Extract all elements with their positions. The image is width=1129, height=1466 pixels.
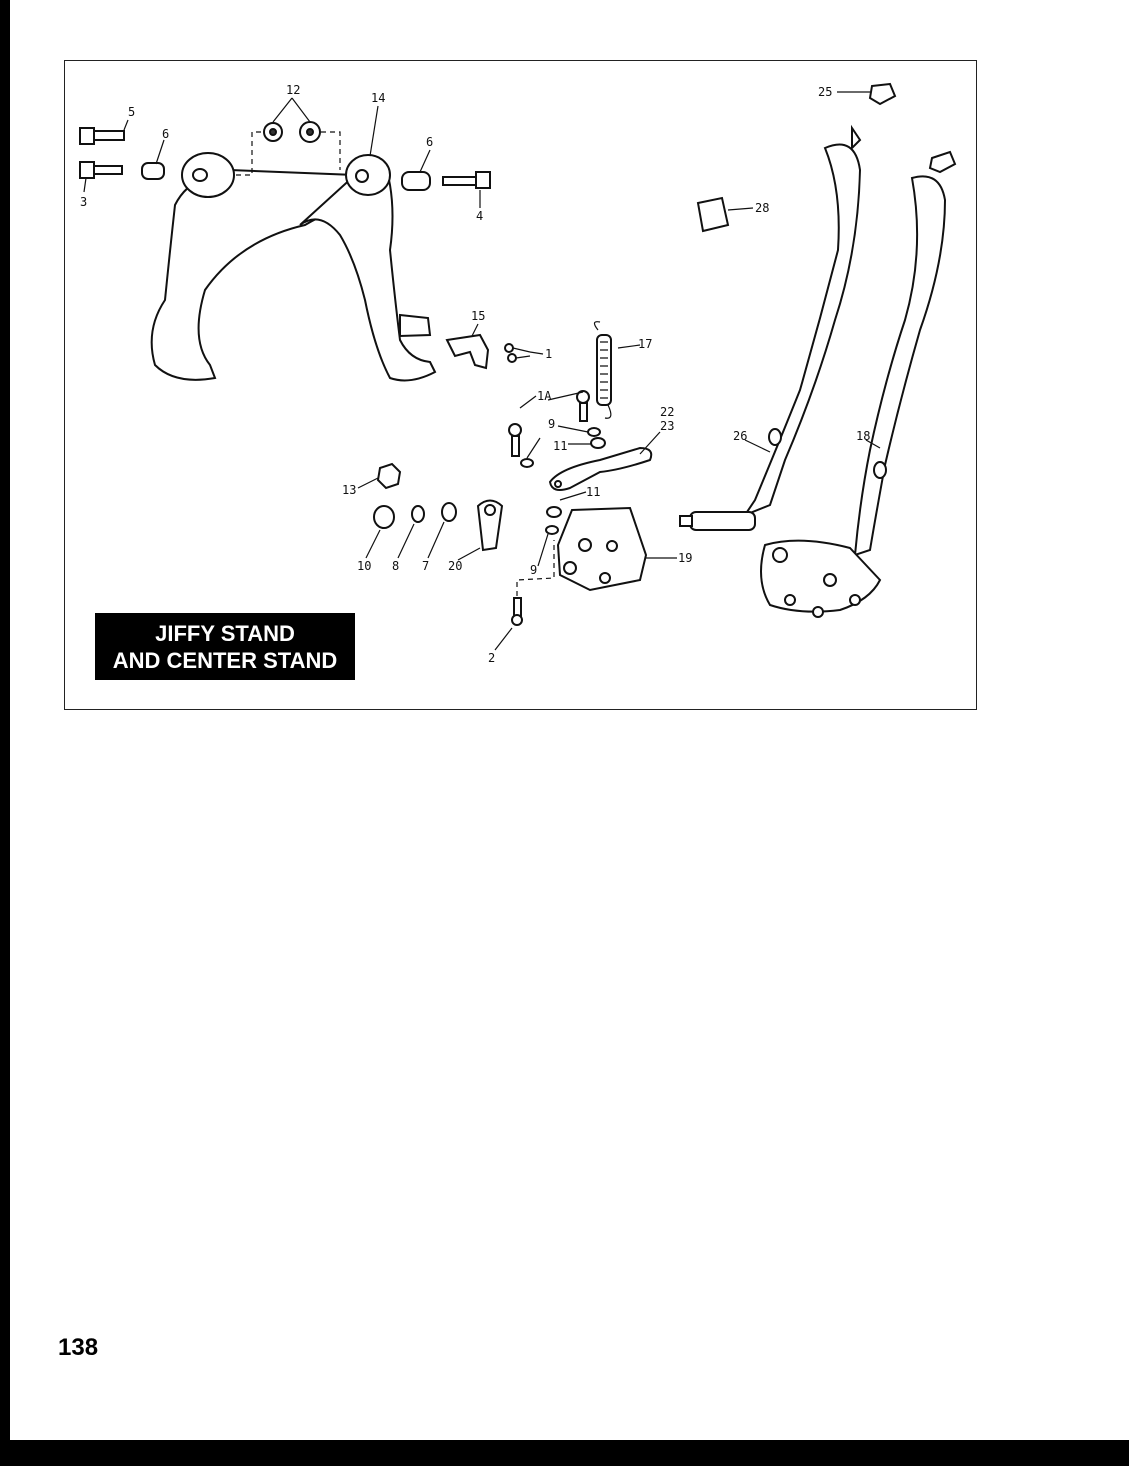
lockwasher-icon: [411, 505, 425, 523]
callout-8: 8: [392, 559, 399, 573]
lockwasher-icon: [520, 458, 534, 468]
bolt-icon: [442, 171, 491, 189]
nut-icon: [546, 506, 562, 518]
callout-9: 9: [530, 563, 537, 577]
callout-25: 25: [818, 85, 832, 99]
stand-pivot-boss-right: [345, 154, 391, 196]
callout-18: 18: [856, 429, 870, 443]
lockwasher-icon: [545, 525, 559, 535]
link-plate-icon: [548, 446, 653, 491]
figure-title-line2: AND CENTER STAND: [112, 647, 338, 673]
bolt-icon: [79, 127, 125, 145]
rubber-pad-icon: [696, 196, 730, 233]
callout-labels: 5 3 6 12 14 6 4 15 1 17 1A 9 11 22 23 13…: [80, 83, 870, 665]
callout-1a: 1A: [537, 389, 552, 403]
rubber-cap-icon: [868, 82, 897, 106]
callout-28: 28: [755, 201, 769, 215]
page-bottom-bar: [0, 1440, 1129, 1466]
clip-bracket-icon: [445, 333, 490, 370]
nut-icon: [376, 462, 402, 490]
spring-icon: [593, 321, 612, 419]
callout-10: 10: [357, 559, 371, 573]
stand-pivot-boss-left: [181, 152, 235, 198]
callout-4: 4: [476, 209, 483, 223]
bolt-icon: [79, 161, 123, 179]
callout-23: 23: [660, 419, 674, 433]
callout-7: 7: [422, 559, 429, 573]
callout-2: 2: [488, 651, 495, 665]
lockwasher-icon: [587, 427, 601, 437]
screw-icon: [504, 343, 531, 363]
nut-icon: [263, 122, 283, 142]
page-number: 138: [58, 1334, 99, 1361]
nut-icon: [299, 121, 321, 143]
callout-11: 11: [586, 485, 600, 499]
rod-end-icon: [476, 499, 504, 552]
cap-nut-icon: [373, 505, 395, 529]
bolt-icon: [508, 423, 522, 457]
page-edge-bar: [0, 0, 10, 1466]
jiffy-stand-leg-18: [760, 175, 947, 618]
washer-icon: [441, 502, 457, 522]
figure-title-line1: JIFFY STAND: [155, 620, 295, 646]
mounting-bracket: [556, 506, 648, 592]
callout-6: 6: [162, 127, 169, 141]
jiffy-stand-leg-26: [679, 124, 862, 531]
figure-title-box: JIFFY STAND AND CENTER STAND: [95, 613, 355, 680]
callout-15: 15: [471, 309, 485, 323]
callout-14: 14: [371, 91, 385, 105]
bolt-icon: [576, 390, 590, 422]
callout-20: 20: [448, 559, 462, 573]
spacer-icon: [401, 171, 431, 191]
rubber-cap-icon: [928, 150, 957, 174]
callout-26: 26: [733, 429, 747, 443]
callout-3: 3: [80, 195, 87, 209]
callout-17: 17: [638, 337, 652, 351]
callout-12: 12: [286, 83, 300, 97]
callout-13: 13: [342, 483, 356, 497]
callout-19: 19: [678, 551, 692, 565]
leader-lines: [83, 91, 881, 651]
spacer-icon: [141, 162, 165, 180]
callout-5: 5: [128, 105, 135, 119]
callout-9: 9: [548, 417, 555, 431]
callout-6: 6: [426, 135, 433, 149]
callout-1: 1: [545, 347, 552, 361]
center-stand-frame: [150, 166, 437, 382]
diagram-frame: [64, 60, 977, 710]
callout-11: 11: [553, 439, 567, 453]
callout-22: 22: [660, 405, 674, 419]
nut-icon: [590, 437, 606, 449]
screw-icon: [511, 597, 523, 626]
